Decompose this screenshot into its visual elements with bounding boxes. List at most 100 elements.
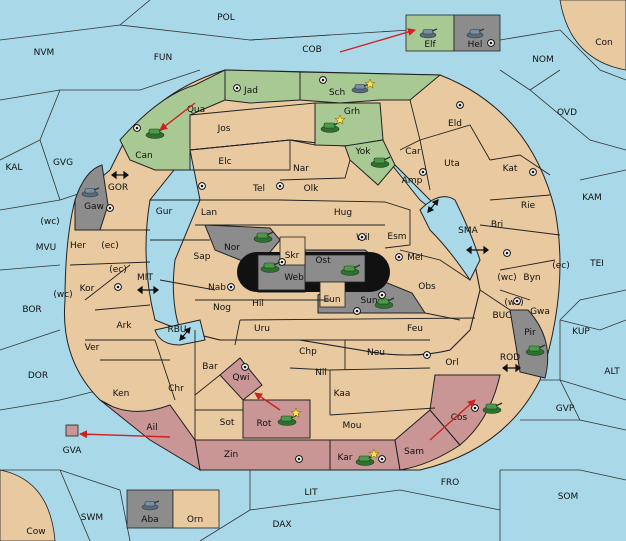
region-jad[interactable] [224,69,301,104]
land-label-tel: Tel [252,184,265,194]
land-label-sap: Sap [194,252,211,262]
sea-label-mit: MIT [137,273,153,283]
sea-label-kam: KAM [582,193,602,203]
land-label-ec2: (ec) [109,265,127,275]
land-label-qwi: Qwi [233,373,250,383]
land-label-lan: Lan [201,208,217,218]
sea-label-kal: KAL [6,163,23,173]
land-label-web: Web [284,273,304,283]
land-label-obs: Obs [418,282,436,292]
land-label-uta: Uta [444,159,460,169]
land-label-eld: Eld [448,119,462,129]
lake-sma[interactable] [419,196,481,281]
region-eun[interactable] [319,281,346,308]
land-label-ark: Ark [116,321,132,331]
region-yok[interactable] [344,139,396,186]
land-orn[interactable] [172,489,220,529]
sea-label-rod: ROD [500,353,520,363]
land-label-her: Her [70,241,86,251]
sea-label-swm: SWM [81,513,103,523]
land-label-rie: Rie [521,201,536,211]
land-label-nar: Nar [293,164,309,174]
sea-label-fun: FUN [154,53,173,63]
land-label-sch: Sch [329,88,345,98]
sea-label-som: SOM [558,492,579,502]
land-label-bri: Bri [491,220,503,230]
land-label-can: Can [135,151,153,161]
land-label-feu: Feu [407,324,423,334]
sea-label-alt: ALT [604,367,620,377]
land-label-mel: Mel [407,253,423,263]
land-label-olk: Olk [304,184,320,194]
land-label-jos: Jos [217,124,231,134]
land-label-gur: Gur [156,207,173,217]
land-label-neu: Neu [367,348,385,358]
lake-rbu[interactable] [154,319,206,346]
land-label-cos: Cos [451,413,468,423]
order-arrows [79,28,476,441]
region-sch[interactable] [299,71,442,104]
region-qwi[interactable] [219,357,263,401]
land-label-ver: Ver [85,343,100,353]
sea-label-fro: FRO [441,478,460,488]
land-gva[interactable] [65,424,79,437]
sea-label-gor: GOR [108,183,128,193]
land-borders [69,99,561,440]
sea-label-cow: Cow [26,527,45,537]
land-label-rot: Rot [257,419,272,429]
land-label-kaa: Kaa [334,389,351,399]
sea-label-buc: BUC [492,311,511,321]
land-label-esm: Esm [387,232,406,242]
land-label-aba: Aba [141,515,158,525]
land-label-byn: Byn [523,273,540,283]
land-label-orl: Orl [445,358,458,368]
sea-label-nvm: NVM [34,48,55,58]
land-label-wc3: (wc) [53,290,72,300]
land-label-amp: Amp [402,176,423,186]
land-label-gwa: Gwa [530,307,550,317]
region-pir[interactable] [509,309,549,379]
sea-label-sma: SMA [458,226,478,236]
region-rot[interactable] [242,399,311,439]
land-label-ec1: (ec) [101,241,119,251]
land-label-nog: Nog [213,303,231,313]
land-label-elf: Elf [424,40,436,50]
land-label-ail: Ail [146,423,157,433]
land-label-uru: Uru [254,324,270,334]
land-label-elc: Elc [218,157,231,167]
sea-label-pol: POL [217,13,235,23]
region-zin[interactable] [194,439,331,471]
sea-label-tei: TEI [589,259,604,269]
land-label-hel: Hel [468,40,483,50]
land-label-wc2: (wc) [497,273,516,283]
sea-label-kup: KUP [572,327,590,337]
sea-label-bor: BOR [22,305,41,315]
land-label-sam: Sam [404,447,424,457]
land-label-chr: Chr [168,384,184,394]
land-label-bar: Bar [202,362,218,372]
sea-label-rbu: RBU [167,325,186,335]
sea-label-dor: DOR [28,371,48,381]
land-label-sot: Sot [220,418,235,428]
land-label-yok: Yok [354,147,371,157]
land-label-orn: Orn [187,515,203,525]
land-label-ost: Ost [315,256,331,266]
sea-label-cob: COB [302,45,322,55]
land-label-chp: Chp [299,347,317,357]
land-label-nor: Nor [224,243,240,253]
region-gaw[interactable] [74,164,109,231]
land-label-hil: Hil [252,299,264,309]
land-label-sun: Sun [360,296,377,306]
land-label-eun: Eun [323,295,340,305]
region-ost-inner[interactable] [304,254,366,283]
land-label-nil: Nil [315,368,327,378]
land-label-kar: Kar [338,453,353,463]
land-label-ken: Ken [113,389,130,399]
land-label-pir: Pir [524,328,536,338]
sea-label-con: Con [595,38,613,48]
land-label-skr: Skr [285,251,300,261]
land-label-car: Car [405,147,421,157]
land-label-jad: Jad [243,86,258,96]
